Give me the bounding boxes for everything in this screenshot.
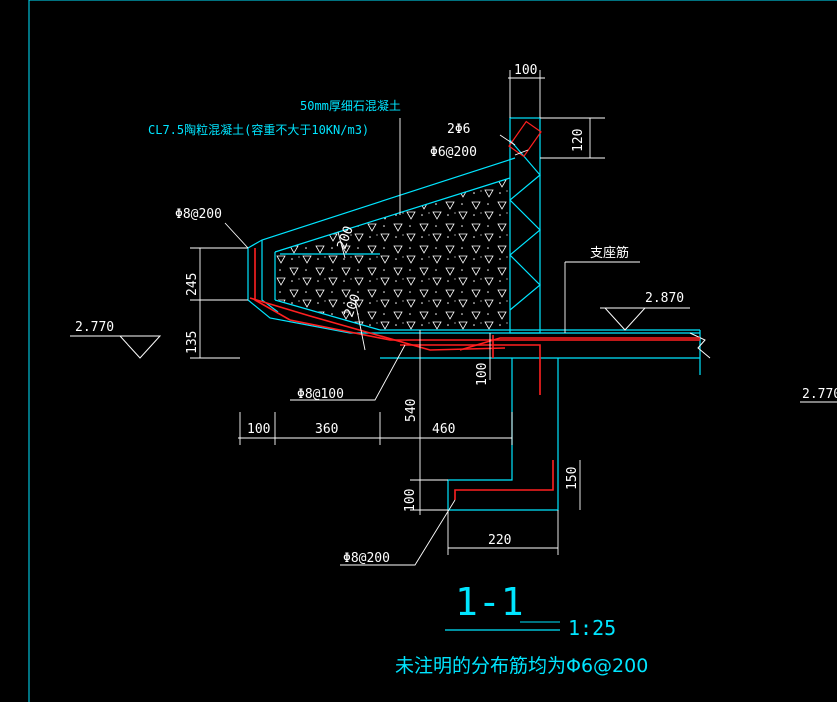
rebar [249,248,700,500]
section-scale: 1:25 [568,616,616,640]
dim-100-beam: 100 [475,363,490,386]
elevation-left: 2.770 [75,320,114,335]
elevation-marker-right [600,307,690,331]
dim-245: 245 [185,273,200,296]
lightweight-concrete-fill [275,178,510,330]
section-outline [247,117,701,511]
dim-100-a: 100 [247,422,270,437]
break-line [689,332,711,359]
section-title: 1-1 [455,580,524,624]
label-phi8-200-top: Φ8@200 [175,207,222,222]
label-phi6-200: Φ6@200 [430,145,477,160]
label-support-bar: 支座筋 [590,245,629,261]
label-2phi6: 2Φ6 [447,122,470,137]
dim-540: 540 [404,399,419,422]
dim-135: 135 [185,331,200,354]
general-note: 未注明的分布筋均为Φ6@200 [395,655,648,677]
label-fill-concrete: CL7.5陶粒混凝土(容重不大于10KN/m3) [148,122,369,137]
dim-360: 360 [315,422,338,437]
dim-220: 220 [488,533,511,548]
dimension-lines [190,70,640,566]
dim-460: 460 [432,422,455,437]
elevation-right: 2.870 [645,291,684,306]
parapet-rebar [508,120,542,158]
dim-120: 120 [571,129,586,152]
label-phi8-200-bottom: Φ8@200 [343,551,390,566]
dim-100-top: 100 [514,63,537,78]
elevation-far-right: 2.770 [802,387,837,402]
label-top-concrete: 50mm厚细石混凝土 [300,98,401,113]
label-phi8-100: Φ8@100 [297,387,344,402]
dim-150: 150 [565,467,580,490]
dim-100-b: 100 [403,489,418,512]
elevation-marker-left [70,335,162,359]
